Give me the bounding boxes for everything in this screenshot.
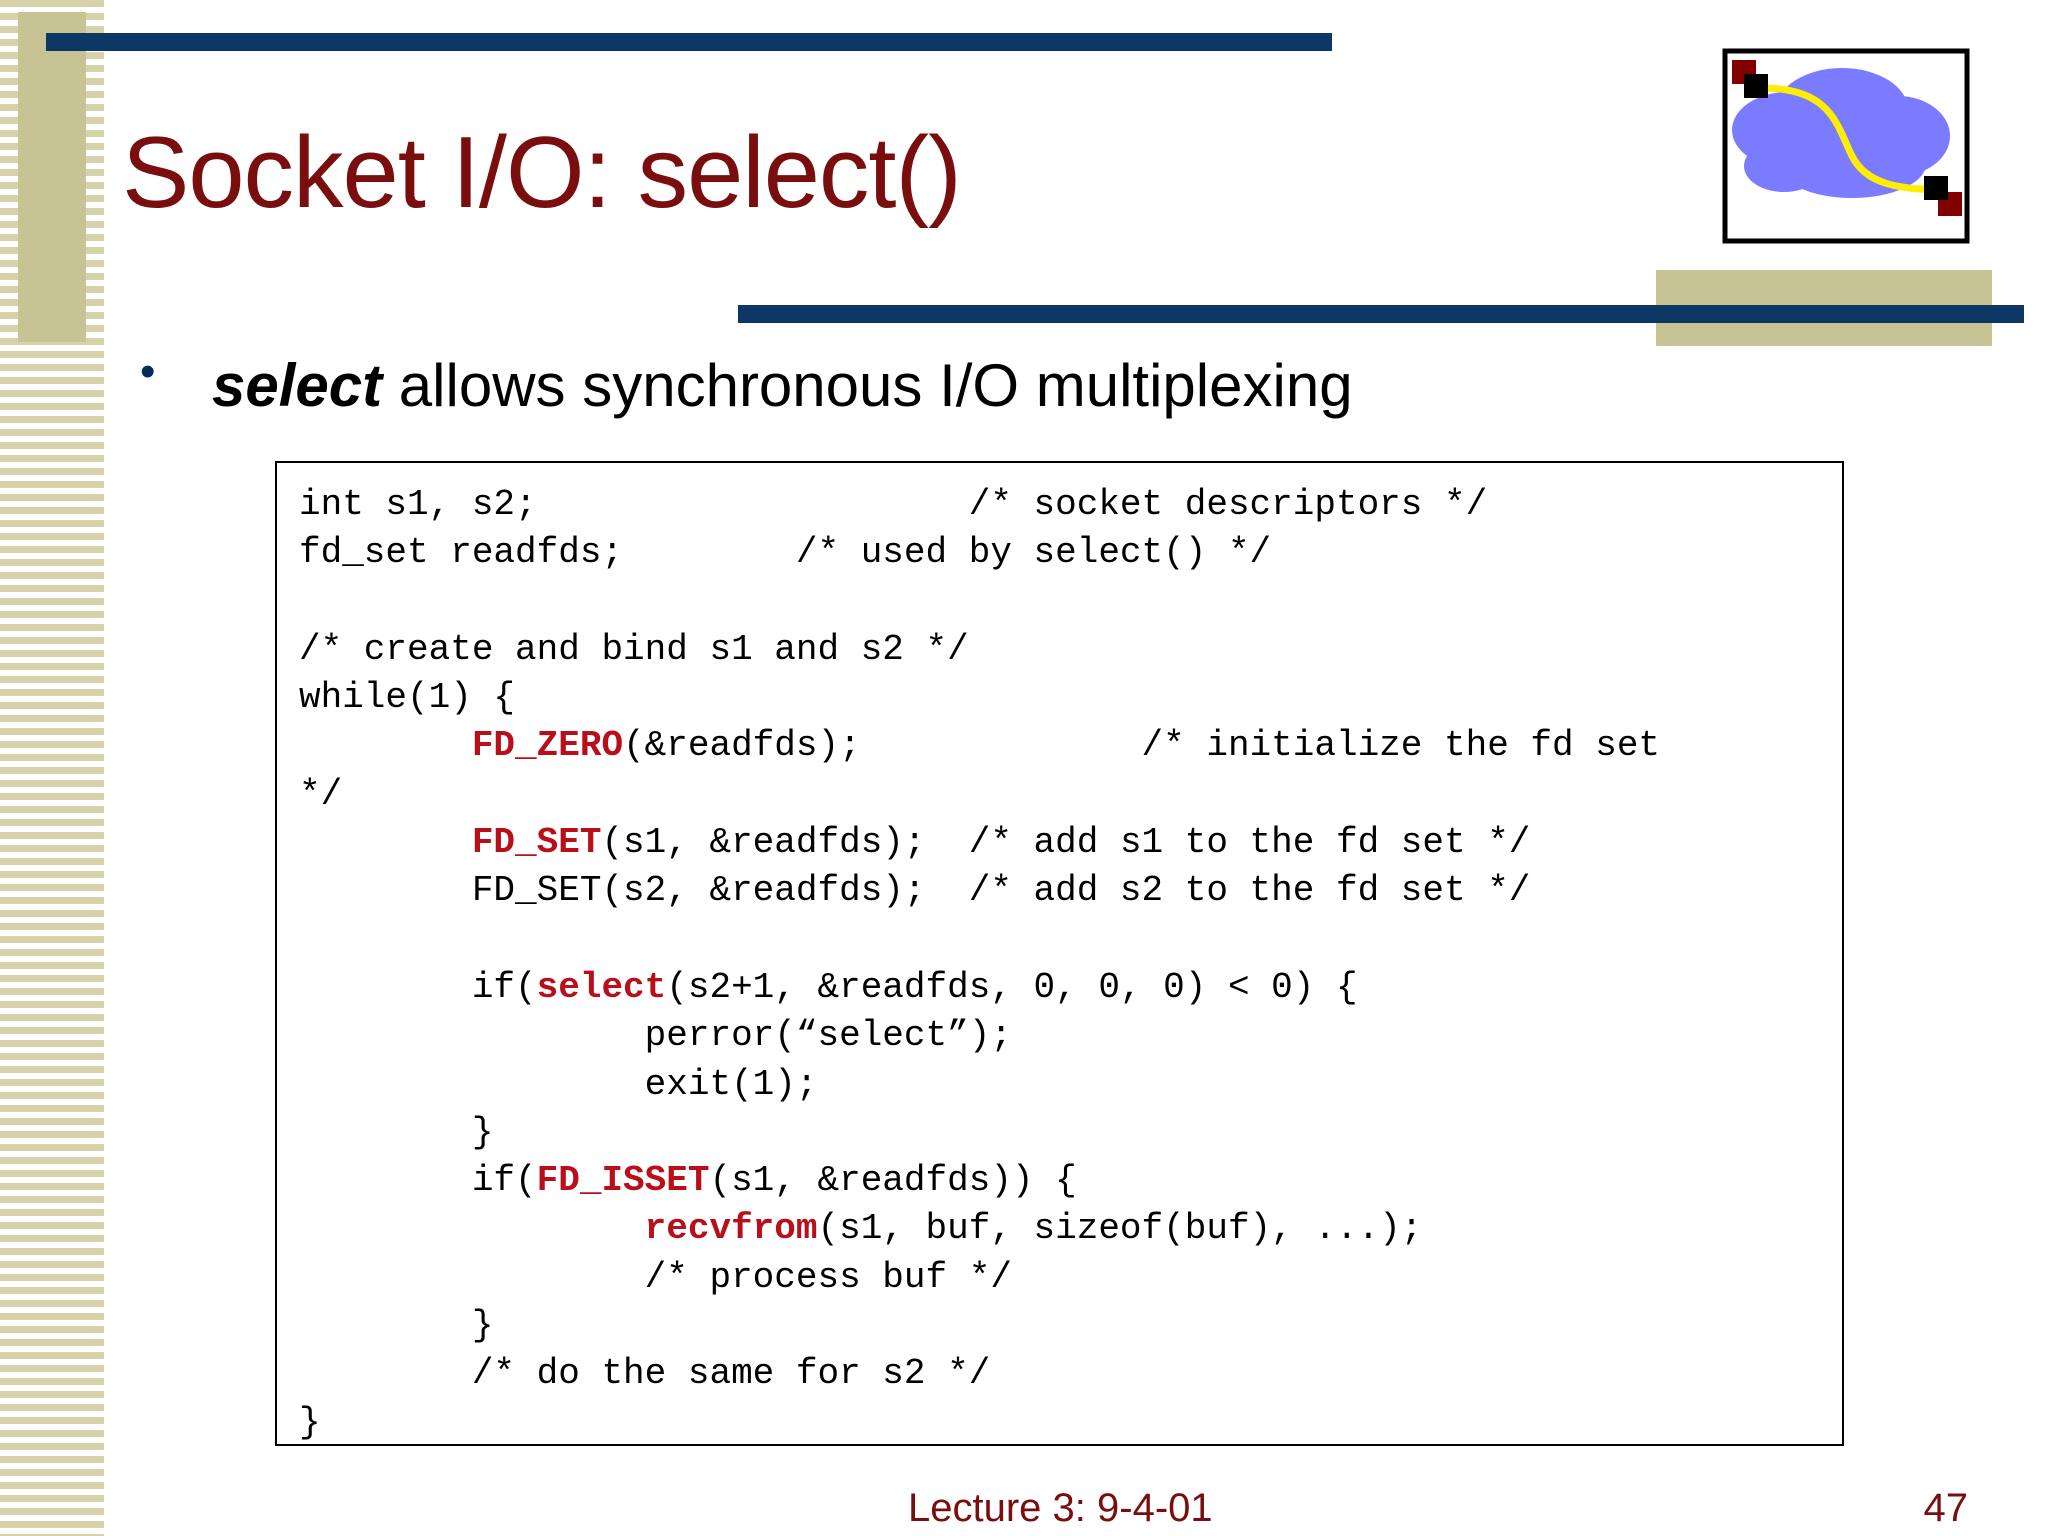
code-text: }	[299, 1401, 321, 1443]
top-navy-rule	[46, 33, 1332, 51]
code-text: */	[299, 773, 343, 815]
code-text: (s1, &readfds); /* add s1 to the fd set …	[601, 822, 1531, 864]
code-text	[299, 822, 472, 863]
code-text: (s1, buf, sizeof(buf), ...);	[817, 1208, 1423, 1250]
code-line: if(FD_ISSET(s1, &readfds)) {	[299, 1157, 1660, 1205]
bullet-body: allows synchronous I/O multiplexing	[382, 352, 1353, 419]
code-line: /* do the same for s2 */	[299, 1350, 1660, 1398]
code-line: fd_set readfds; /* used by select() */	[299, 529, 1660, 577]
code-text	[299, 725, 472, 766]
bullet-emphasis: select	[212, 352, 383, 419]
code-text: (&readfds); /* initialize the fd set	[623, 725, 1661, 767]
code-text: /* do the same for s2 */	[299, 1353, 991, 1395]
code-text: if(	[299, 966, 537, 1008]
code-listing: int s1, s2; /* socket descriptors */ fd_s…	[299, 481, 1660, 1447]
code-line: recvfrom(s1, buf, sizeof(buf), ...);	[299, 1205, 1660, 1253]
code-line: FD_ZERO(&readfds); /* initialize the fd …	[299, 722, 1660, 770]
slide-page-number: 47	[1923, 1486, 1969, 1530]
code-text: (s2+1, &readfds, 0, 0, 0) < 0) {	[666, 966, 1358, 1008]
code-text: while(1) {	[299, 677, 516, 719]
code-line: */	[299, 771, 1660, 819]
code-text: exit(1);	[299, 1063, 818, 1105]
code-line	[299, 916, 1660, 964]
network-cloud-icon	[1722, 48, 1970, 244]
code-line: if(select(s2+1, &readfds, 0, 0, 0) < 0) …	[299, 964, 1660, 1012]
code-block: int s1, s2; /* socket descriptors */ fd_s…	[275, 461, 1844, 1446]
code-keyword: FD_ZERO	[471, 725, 624, 767]
code-keyword: FD_SET	[471, 822, 602, 864]
code-line: }	[299, 1302, 1660, 1350]
code-text: /* create and bind s1 and s2 */	[299, 628, 969, 670]
olive-vertical-block	[18, 12, 86, 342]
code-text: if(	[299, 1160, 537, 1202]
code-text: perror(“select”);	[299, 1015, 1012, 1057]
code-keyword: recvfrom	[644, 1208, 818, 1250]
code-text: int s1, s2; /* socket descriptors */	[299, 484, 1488, 525]
code-line: /* create and bind s1 and s2 */	[299, 626, 1660, 674]
code-text: /* process buf */	[299, 1256, 1012, 1298]
footer-lecture-label: Lecture 3: 9-4-01	[908, 1486, 1213, 1530]
code-text: }	[299, 1305, 494, 1347]
code-line: }	[299, 1109, 1660, 1157]
code-text: fd_set readfds; /* used by select() */	[299, 532, 1272, 574]
code-line: perror(“select”);	[299, 1012, 1660, 1060]
code-line: }	[299, 1399, 1660, 1447]
code-text: (s1, &readfds)) {	[709, 1160, 1077, 1202]
code-line: FD_SET(s1, &readfds); /* add s1 to the f…	[299, 819, 1660, 867]
middle-navy-rule	[738, 305, 2024, 323]
code-line: FD_SET(s2, &readfds); /* add s2 to the f…	[299, 867, 1660, 915]
bullet-dot-icon: •	[140, 347, 156, 396]
code-line: exit(1);	[299, 1061, 1660, 1109]
code-line: while(1) {	[299, 674, 1660, 722]
slide-title: Socket I/O: select()	[122, 117, 962, 229]
bullet-text: select allows synchronous I/O multiplexi…	[212, 350, 1353, 422]
code-line	[299, 578, 1660, 626]
code-line: int s1, s2; /* socket descriptors */	[299, 481, 1660, 529]
code-text: FD_SET(s2, &readfds); /* add s2 to the f…	[299, 870, 1531, 912]
code-text: }	[299, 1111, 494, 1153]
code-keyword: FD_ISSET	[536, 1160, 710, 1202]
code-line: /* process buf */	[299, 1254, 1660, 1302]
code-keyword: select	[536, 966, 667, 1008]
code-text	[299, 1208, 645, 1249]
